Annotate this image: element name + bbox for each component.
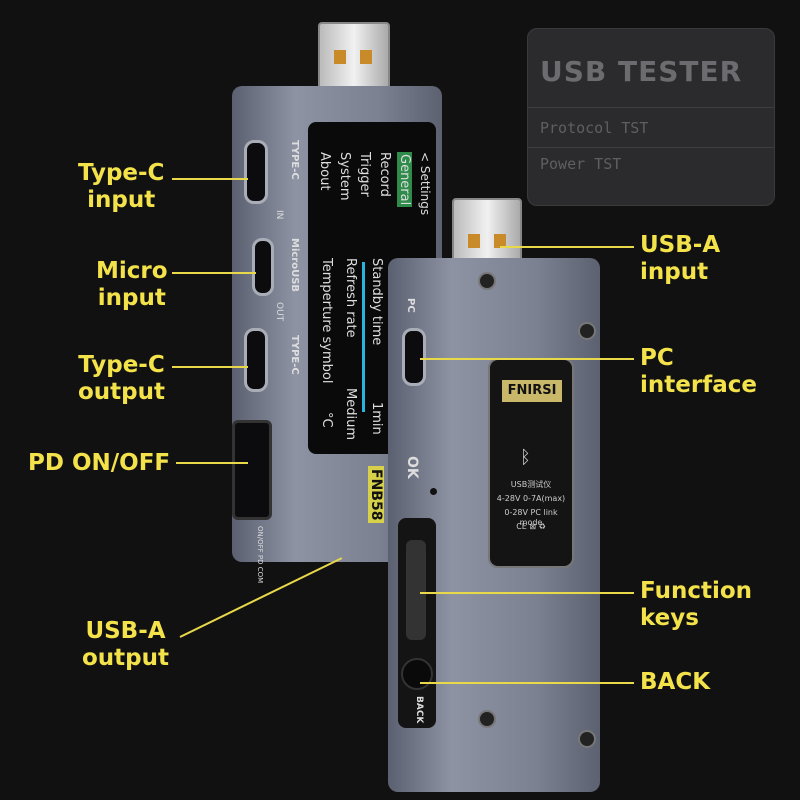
label-pd-on-off: PD ON/OFF [28,450,171,476]
setting-value[interactable]: Medium [343,388,358,440]
brand-logo: FNIRSI [502,380,562,402]
spec-line: 0-28V PC link mode [504,508,558,527]
screw [478,710,496,728]
divider [528,147,774,148]
card-row: Protocol TST [540,119,649,137]
key-panel: BACK [398,518,436,728]
port-label: IN [274,210,284,220]
back-button[interactable] [401,658,433,690]
callout-line [420,358,634,360]
screw [578,322,596,340]
port-label: OUT [274,302,284,322]
callout-line [176,462,248,464]
type-c-input-port [244,140,268,204]
setting-name: Temperture symbol [319,258,334,384]
bluetooth-icon: ᛒ [520,447,531,468]
menu-item-system[interactable]: System [337,152,352,201]
callout-line [172,272,256,274]
callout-line [172,366,248,368]
port-label: TYPE-C [289,140,300,180]
model-badge: FNB58 [368,466,384,524]
setting-slider[interactable] [362,262,365,412]
spec-line: CE ⊠ ♻ [516,522,546,531]
usb-a-plug-left [318,22,390,94]
setting-name: Refresh rate [343,258,358,338]
pd-label: ON/OFF PD COM [256,526,264,584]
callout-line [500,246,634,248]
screw [478,272,496,290]
pc-label: PC [405,298,416,313]
label-type-c-input: Type-C input [78,160,165,213]
menu-item-record[interactable]: Record [377,152,392,197]
info-panel: FNIRSI ᛒ USB测试仪 4-28V 0-7A(max) 0-28V PC… [488,358,574,568]
back-label: BACK [414,696,424,724]
card-title: USB TESTER [540,55,743,88]
status-led [430,488,437,495]
divider [528,107,774,108]
label-pc-interface: PC interface [640,345,757,398]
callout-line [172,178,248,180]
type-c-output-port [244,328,268,392]
spec-line: USB测试仪 [510,480,552,489]
setting-value[interactable]: 1min [369,402,384,435]
menu-item-trigger[interactable]: Trigger [357,152,372,197]
function-keys-rocker[interactable] [406,540,426,640]
label-function-keys: Function keys [640,578,753,631]
label-back: BACK [640,669,711,695]
callout-line [420,682,634,684]
spec-line: 4-28V 0-7A(max) [496,494,566,503]
card-row: Power TST [540,155,622,173]
screw [578,730,596,748]
menu-title: < Settings [418,152,432,216]
setting-name: Standby time [369,258,384,346]
usb-tester-card: USB TESTER Protocol TST Power TST [527,28,775,206]
pd-switch[interactable] [232,420,272,520]
pc-port [402,328,426,386]
label-type-c-output: Type-C output [78,352,166,405]
callout-line [420,592,634,594]
micro-usb-port [252,238,274,296]
setting-value[interactable]: °C [319,412,334,428]
port-label: TYPE-C [289,335,300,375]
port-label: MicroUSB [289,238,300,293]
ok-label: OK [404,456,420,479]
menu-item-general[interactable]: General [397,152,412,208]
label-usb-a-output: USB-A output [82,618,170,671]
label-usb-a-input: USB-A input [640,232,721,285]
menu-item-about[interactable]: About [317,152,332,191]
label-micro-input: Micro input [96,258,168,311]
